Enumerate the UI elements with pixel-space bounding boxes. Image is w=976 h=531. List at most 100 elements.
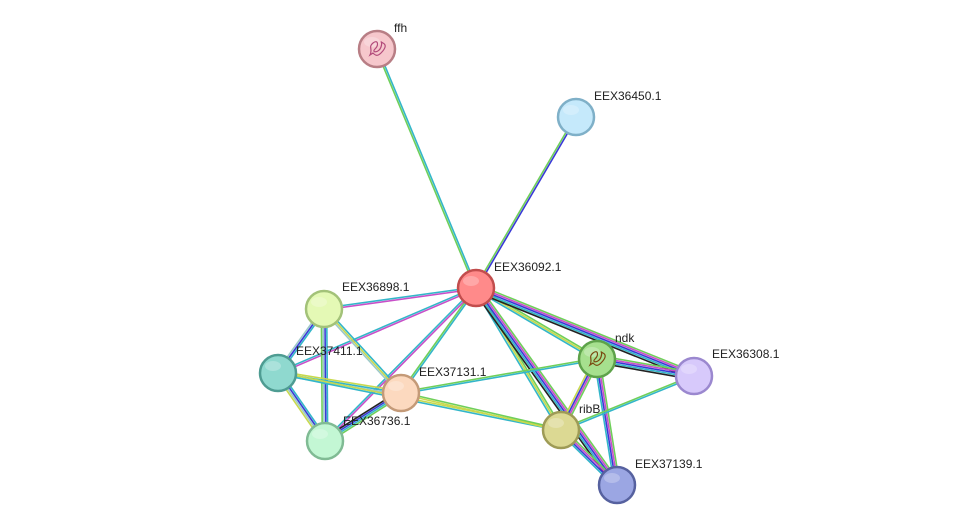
edge-strand xyxy=(324,308,327,441)
node-highlight xyxy=(311,297,327,307)
node-circle[interactable] xyxy=(541,410,581,450)
node-circle[interactable] xyxy=(597,465,637,505)
edge-eex36092-1-eex36898-1[interactable] xyxy=(323,286,477,311)
node-layer: ffhEEX36450.1EEX36092.1EEX36898.1EEX3741… xyxy=(258,21,780,505)
node-ffh[interactable]: ffh xyxy=(357,21,407,69)
edge-strand xyxy=(478,285,621,484)
edge-strand xyxy=(277,373,561,432)
edge-eex36092-1-ffh[interactable] xyxy=(375,48,478,289)
node-eex36308-1[interactable]: EEX36308.1 xyxy=(674,347,780,396)
edge-strand xyxy=(477,283,696,374)
edge-strand xyxy=(323,286,476,441)
edge-strand xyxy=(400,357,597,393)
edge-strand xyxy=(476,117,578,289)
node-circle[interactable] xyxy=(357,29,397,69)
node-highlight xyxy=(463,276,479,286)
edge-eex36092-1-eex36736-1[interactable] xyxy=(323,286,478,443)
node-eex36450-1[interactable]: EEX36450.1 xyxy=(556,89,662,137)
edge-eex37411-1-ribb[interactable] xyxy=(277,371,562,432)
edge-eex36092-1-eex36450-1[interactable] xyxy=(474,116,578,289)
edge-strand xyxy=(475,288,694,379)
edge-strand xyxy=(593,359,616,486)
edge-strand xyxy=(401,288,478,394)
node-label: EEX36092.1 xyxy=(494,260,562,274)
protein-structure-icon xyxy=(368,41,386,57)
node-eex37139-1[interactable]: EEX37139.1 xyxy=(597,457,703,505)
node-circle[interactable] xyxy=(674,356,714,396)
node-circle[interactable] xyxy=(456,268,496,308)
edge-strand xyxy=(400,393,561,432)
edge-strand xyxy=(325,308,329,441)
edge-strand xyxy=(475,287,695,377)
edge-strand xyxy=(322,309,325,442)
edge-eex36092-1-eex37139-1[interactable] xyxy=(472,285,621,488)
edge-layer xyxy=(275,48,696,488)
node-label: ribB xyxy=(579,402,600,416)
edge-strand xyxy=(597,358,619,485)
node-highlight xyxy=(604,473,620,483)
edge-strand xyxy=(561,376,695,432)
edge-strand xyxy=(473,288,617,487)
node-label: ndk xyxy=(615,331,635,345)
edge-strand xyxy=(320,309,324,442)
edge-strand xyxy=(476,286,620,485)
edge-strand xyxy=(474,116,576,288)
node-circle[interactable] xyxy=(381,373,421,413)
node-highlight xyxy=(364,37,380,47)
protein-structure-icon xyxy=(588,351,606,367)
node-circle[interactable] xyxy=(304,289,344,329)
edge-eex36898-1-eex36736-1[interactable] xyxy=(320,308,329,442)
edge-strand xyxy=(278,370,402,393)
node-label: EEX36308.1 xyxy=(712,347,780,361)
node-ribb[interactable]: ribB xyxy=(541,402,600,450)
node-highlight xyxy=(548,418,564,428)
edge-ribb-eex36308-1[interactable] xyxy=(560,374,695,432)
node-eex36898-1[interactable]: EEX36898.1 xyxy=(304,280,410,329)
node-label: EEX36736.1 xyxy=(343,414,411,428)
edge-eex36092-1-eex37411-1[interactable] xyxy=(277,286,477,375)
node-eex37411-1[interactable]: EEX37411.1 xyxy=(258,344,363,393)
edge-eex36092-1-eex36308-1[interactable] xyxy=(474,283,696,381)
edge-ndk-eex37139-1[interactable] xyxy=(593,358,621,486)
node-label: EEX37131.1 xyxy=(419,365,487,379)
node-highlight xyxy=(681,364,697,374)
edge-strand xyxy=(377,48,478,288)
node-eex37131-1[interactable]: EEX37131.1 xyxy=(381,365,487,413)
node-label: ffh xyxy=(394,21,407,35)
node-highlight xyxy=(312,429,328,439)
node-circle[interactable] xyxy=(577,339,617,379)
node-highlight xyxy=(584,347,600,357)
edge-strand xyxy=(401,359,598,395)
edge-strand xyxy=(476,285,695,376)
edge-strand xyxy=(474,288,597,362)
edge-strand xyxy=(560,374,694,430)
edge-strand xyxy=(595,359,617,486)
node-label: EEX37139.1 xyxy=(635,457,703,471)
node-eex36092-1[interactable]: EEX36092.1 xyxy=(456,260,562,308)
node-highlight xyxy=(265,361,281,371)
edge-strand xyxy=(375,49,476,289)
edge-strand xyxy=(474,290,693,381)
edge-strand xyxy=(598,358,621,485)
node-highlight xyxy=(388,381,404,391)
edge-eex37131-1-ribb[interactable] xyxy=(400,391,562,432)
node-circle[interactable] xyxy=(556,97,596,137)
edge-eex37131-1-ndk[interactable] xyxy=(400,357,598,395)
node-circle[interactable] xyxy=(305,421,345,461)
edge-strand xyxy=(399,287,476,393)
node-ndk[interactable]: ndk xyxy=(577,331,635,379)
edge-strand xyxy=(278,288,477,375)
edge-strand xyxy=(475,287,618,486)
node-highlight xyxy=(563,105,579,115)
edge-strand xyxy=(323,286,476,309)
edge-strand xyxy=(325,288,478,443)
node-label: EEX36898.1 xyxy=(342,280,410,294)
edge-eex36092-1-eex37131-1[interactable] xyxy=(399,287,478,394)
node-label: EEX37411.1 xyxy=(296,344,363,358)
edge-strand xyxy=(277,286,476,373)
edge-strand xyxy=(401,391,562,430)
edge-strand xyxy=(324,288,477,311)
node-eex36736-1[interactable]: EEX36736.1 xyxy=(305,414,411,461)
node-circle[interactable] xyxy=(258,353,298,393)
